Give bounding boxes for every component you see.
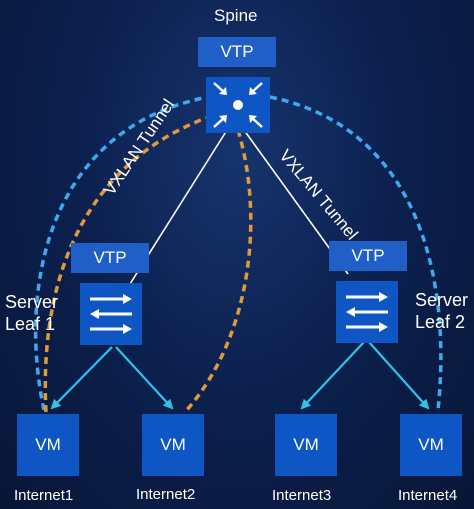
dashed-path-orange-left [43, 116, 207, 413]
vm-caption-internet2: Internet2 [136, 486, 196, 503]
leaf2-label-line2: Leaf 2 [415, 312, 466, 332]
arrow-leaf2-to-vm4 [368, 341, 430, 410]
dashed-path-outer-right [269, 95, 443, 411]
vm-caption-internet1: Internet1 [14, 487, 74, 504]
vm-caption-internet3: Internet3 [272, 487, 332, 504]
arrow-leaf2-to-vm3 [300, 341, 365, 410]
dashed-path-outer-left [33, 95, 209, 411]
leaf1-label-line1: Server [5, 292, 59, 312]
vm-caption-internet4: Internet4 [398, 487, 458, 504]
arrow-leaf1-to-vm1 [50, 346, 113, 410]
switch-arrows-icon [90, 294, 132, 334]
vm-internet2[interactable]: VM [142, 414, 204, 476]
leaf2-label-line1: Server [415, 290, 469, 310]
leaf1-switch[interactable] [80, 283, 142, 345]
dashed-path-orange-right [183, 129, 253, 414]
leaf2-vtp-label: VTP [329, 241, 407, 271]
spine-vtp-label: VTP [198, 37, 276, 67]
vm-internet3[interactable]: VM [275, 414, 337, 476]
converge-arrows-icon [213, 82, 263, 128]
switch-arrows-icon [346, 292, 388, 332]
spine-switch[interactable] [206, 77, 270, 133]
vm-internet4[interactable]: VM [400, 414, 462, 476]
leaf1-vtp-label: VTP [71, 243, 149, 273]
leaf1-label-line2: Leaf 1 [5, 314, 56, 334]
arrow-leaf1-to-vm2 [115, 346, 174, 410]
vm-internet1[interactable]: VM [17, 414, 79, 476]
spine-title: Spine [214, 6, 258, 25]
leaf2-switch[interactable] [336, 281, 398, 343]
